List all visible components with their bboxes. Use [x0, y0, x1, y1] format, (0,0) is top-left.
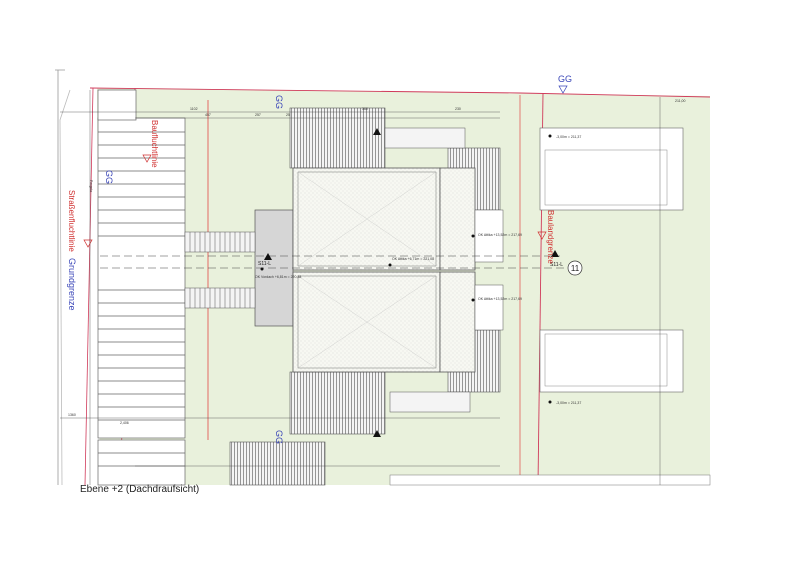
street-line [84, 87, 94, 486]
stairs-left [184, 231, 256, 309]
roof-strip-lower [229, 441, 326, 486]
dim-1102: 1102 [190, 107, 198, 111]
section-label-left: S11-L [258, 261, 271, 267]
elevation-attika-top: OK Attika +13,52m = 217,69 [478, 233, 522, 237]
grundgrenze-label: Grundgrenze [67, 258, 77, 311]
section-marker-top [373, 128, 381, 135]
frame-corner [55, 69, 65, 485]
dim-25: 25 [286, 113, 290, 117]
gg-label-bottom: GG [274, 430, 284, 444]
bauflucht-marker [142, 154, 152, 163]
stair-top [384, 127, 466, 149]
gg-marker-top [558, 85, 568, 94]
gg-label-mid: GG [274, 95, 284, 109]
baufluchtlinie-label: Baufluchtlinie [150, 120, 159, 168]
dim-2406: 2,406 [120, 421, 129, 425]
axis-number: 11 [571, 264, 580, 273]
stair-bottom [389, 391, 471, 413]
dim-360: 360 [362, 107, 368, 111]
street-curb [59, 89, 71, 486]
section-label-right: S11-L [550, 262, 563, 268]
neighbor-inner-bottom [544, 333, 668, 387]
gg-label-top: GG [558, 74, 572, 84]
property-line [89, 87, 711, 98]
section-marker-left [264, 253, 272, 260]
dim-457: 457 [205, 113, 211, 117]
dim-230: 230 [455, 107, 461, 111]
dim-257: 257 [255, 113, 261, 117]
dimension-lines [60, 90, 661, 485]
parking-left [97, 89, 186, 486]
pergola-label: Pergola [89, 180, 93, 192]
section-marker-right [551, 250, 559, 257]
neighbor-inner-top [544, 149, 668, 206]
strassenfluchtlinie-label: Straßenfluchtlinie [67, 190, 76, 252]
drawing-caption: Ebene +2 (Dachdraufsicht) [80, 484, 200, 495]
gg-label-left: GG [104, 170, 114, 184]
elevation-vordach: OK Vordach +6,81m = 220,38 [255, 275, 301, 279]
street-marker [83, 239, 93, 248]
elevation-markers [260, 134, 552, 404]
roof-strip-top [289, 107, 386, 169]
elevation-terrain-top: -3,00m = 211,37 [556, 135, 581, 139]
main-roofs [292, 167, 504, 373]
lower-structure [389, 474, 711, 486]
bauland-marker [537, 231, 547, 240]
elevation-corner: 211,00 [675, 99, 685, 103]
elevation-attika-center: OK Attika +6,71m = 221,08 [392, 257, 434, 261]
roof-strip-bottom [289, 371, 386, 435]
baulandgrenze-label: Baulandgrenze [546, 210, 555, 264]
dim-1360: 1360 [68, 413, 76, 417]
section-marker-bottom [373, 430, 381, 437]
axis-bubble [567, 260, 583, 276]
elevation-attika-bottom: OK Attika +13,52m = 217,69 [478, 297, 522, 301]
elevation-terrain-bottom: -3,00m = 211,37 [556, 401, 581, 405]
